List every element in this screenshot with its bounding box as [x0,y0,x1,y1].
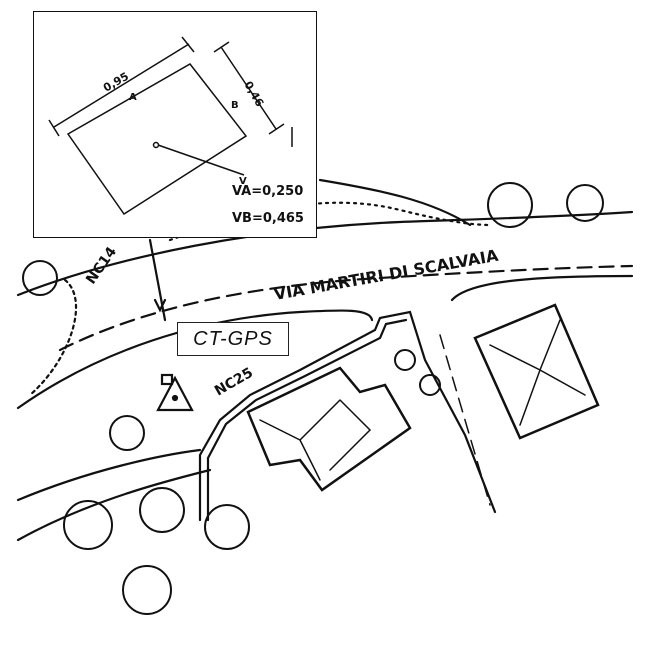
dimension-line-long [48,36,195,137]
road-centerline [58,264,634,352]
gps-station-label: CT-GPS [177,322,289,356]
building-2 [473,303,600,440]
survey-line [148,238,167,322]
gps-station-triangle [156,375,194,412]
upper-edge [318,178,472,227]
vector-line [157,144,245,176]
embankment [28,278,78,397]
parcel-label-nc14: NC14 [83,244,120,287]
inset-vb-value: VB=0,465 [232,211,304,226]
path-lower-2 [16,468,212,542]
road-lower-edge [16,309,374,410]
street-name: VIA MARTIRI DI SCALVAIA [272,246,500,304]
inset-dimension-long: 0,95 [101,70,131,95]
inset-detail: 0,95 0,46 A B V VA=0,250 VB=0,465 [33,11,317,238]
inset-point-v: V [239,176,247,187]
dimension-line-short [213,41,285,135]
path-lower [16,448,202,502]
road-upper-edge [16,210,634,297]
inset-point-a: A [129,92,137,103]
marker-box [160,373,174,386]
trees [22,182,604,615]
inset-dimension-short: 0,46 [241,79,266,109]
road-lower-edge-right [450,274,634,302]
building-1 [246,366,412,492]
inset-rectangle [66,63,248,216]
inset-point-b: B [231,100,239,111]
parcel-boundary [198,310,497,522]
inset-va-value: VA=0,250 [232,184,303,199]
fence-line [439,334,491,506]
